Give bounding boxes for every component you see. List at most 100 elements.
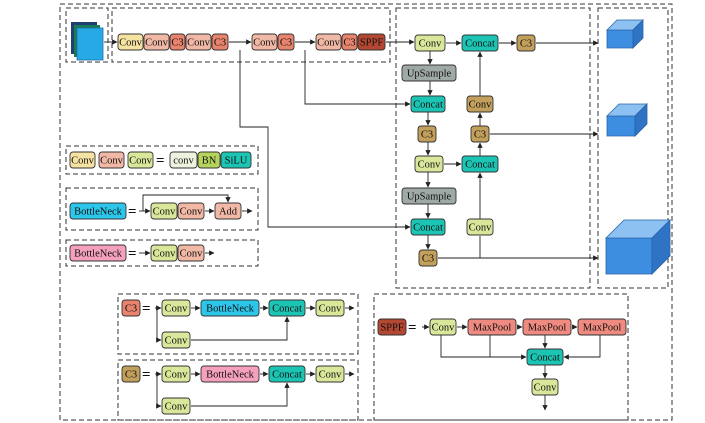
legend-bottleneck-conv-1-label: Conv [153,207,177,218]
head-output-medium [606,103,648,137]
legend-bottleneck2-equals: = [128,246,137,262]
legend-c3-conv-2-label: Conv [319,304,343,315]
neck-concat-3: Concat [461,155,499,173]
neck-concat-4: Concat [410,218,446,236]
c3-legend2-frame [117,359,359,421]
neck-c3-4: C3 [418,249,438,267]
legend-c3-2-conv-1-label: Conv [165,370,189,381]
neck-frame [395,7,591,289]
legend-sppf-maxpool-2: MaxPool [522,318,572,336]
legend-bn-part-label: BN [202,156,217,167]
legend-bottleneck-blue-label: BottleNeck [74,207,123,218]
neck-c3-2: C3 [417,125,437,143]
neck-upsample-1-label: UpSample [407,69,452,80]
legend-c3-olive-label: C3 [125,370,137,381]
backbone-conv-3: Conv [185,33,212,51]
head-output-small [606,19,644,49]
connector-arrow [191,316,290,341]
connector-arrow [156,374,162,409]
neck-concat-2-label: Concat [413,100,443,111]
backbone-frame [111,7,391,63]
neck-conv-1-label: Conv [419,39,443,50]
neck-concat-2: Concat [410,95,446,113]
legend-sppf-maxpool-1: MaxPool [467,318,517,336]
backbone-sppf-9: SPPF [357,33,386,51]
legend-c3-conv-3: Conv [161,331,191,349]
bottleneck-legend-frame [65,187,259,231]
legend-c3-conv-1: Conv [161,299,191,317]
neck-conv-2: Conv [466,95,494,113]
neck-c3-2-label: C3 [421,130,433,141]
connector-arrow [563,335,601,360]
neck-c3-3-label: C3 [474,130,486,141]
legend-conv-equals: = [156,153,165,169]
legend-sppf-label: SPPF [380,323,404,334]
legend-bottleneck-blue: BottleNeck [69,202,127,220]
legend-c3-concat: Concat [268,299,306,317]
legend-sppf-maxpool-2-label: MaxPool [528,323,567,334]
legend-conv-pink-label: Conv [100,156,124,167]
legend-bottleneck-pink: BottleNeck [69,244,127,262]
legend-conv-part-label: conv [173,156,194,167]
backbone-conv-7: Conv [315,33,342,51]
backbone-c3-4-label: C3 [214,38,226,49]
backbone-conv-0: Conv [117,33,144,51]
legend-add-part-label: Add [219,207,238,218]
bottleneck2-legend-frame [65,239,259,267]
input-frame [65,7,109,63]
neck-c3-1: C3 [516,34,536,52]
legend-bottleneck-pink-label: BottleNeck [74,249,123,260]
legend-c3-equals: = [142,301,151,317]
legend-c3-2-conv-2: Conv [315,365,345,383]
neck-concat-3-label: Concat [465,160,495,171]
neck-conv-3: Conv [414,155,444,173]
legend-c3-2-concat-label: Concat [272,370,302,381]
neck-c3-4-label: C3 [422,254,434,265]
legend-c3-2-conv-3: Conv [161,397,191,415]
legend-add-part: Add [214,202,242,220]
legend-c3-olive: C3 [121,365,141,383]
backbone-conv-7-label: Conv [317,38,341,49]
input-image-icon [71,22,104,61]
legend-bottleneck2-conv-1-label: Conv [153,249,177,260]
connector-arrow [239,50,411,230]
connectors [104,39,601,411]
legend-sppf-conv-1: Conv [429,318,457,336]
legend-bottleneck-conv-1: Conv [150,202,178,220]
backbone-c3-6-label: C3 [280,38,292,49]
neck-concat-4-label: Concat [413,223,443,234]
neck-concat-1: Concat [461,34,499,52]
c3-legend-frame [117,293,359,355]
neck-conv-2-label: Conv [469,100,493,111]
legend-sppf-maxpool-3: MaxPool [577,318,627,336]
legend-sppf-conv-2-label: Conv [534,383,558,394]
legend-conv-green-label: Conv [129,156,153,167]
backbone-c3-8: C3 [341,33,358,51]
legend-c3-2-conv-1: Conv [161,365,191,383]
neck-conv-1: Conv [414,34,446,52]
backbone-conv-5: Conv [251,33,278,51]
legend-conv-pink: Conv [98,151,125,169]
legend-c3-2-bottleneck-label: BottleNeck [206,370,255,381]
neck-upsample-2: UpSample [401,187,457,205]
head-output-large [605,219,671,275]
legend-sppf-conv-1-label: Conv [432,323,456,334]
legend-c3-2-bottleneck: BottleNeck [200,365,260,383]
backbone-sppf-9-label: SPPF [360,38,384,49]
legend-bottleneck2-conv-1: Conv [150,244,178,262]
legend-sppf-equals: = [408,320,417,336]
legend-conv-green: Conv [127,151,154,169]
neck-c3-1-label: C3 [520,39,532,50]
legend-bottleneck-conv-2: Conv [177,202,205,220]
legend-bottleneck-equals: = [128,204,137,220]
legend-c3-2-concat: Concat [268,365,306,383]
conv-legend-frame [65,145,259,175]
neck-conv-4-label: Conv [469,223,493,234]
legend-conv-yellow: Conv [69,151,96,169]
legend-sppf-maxpool-1-label: MaxPool [473,323,512,334]
backbone-c3-6: C3 [277,33,295,51]
backbone-conv-5-label: Conv [253,38,277,49]
neck-upsample-1: UpSample [401,64,457,82]
